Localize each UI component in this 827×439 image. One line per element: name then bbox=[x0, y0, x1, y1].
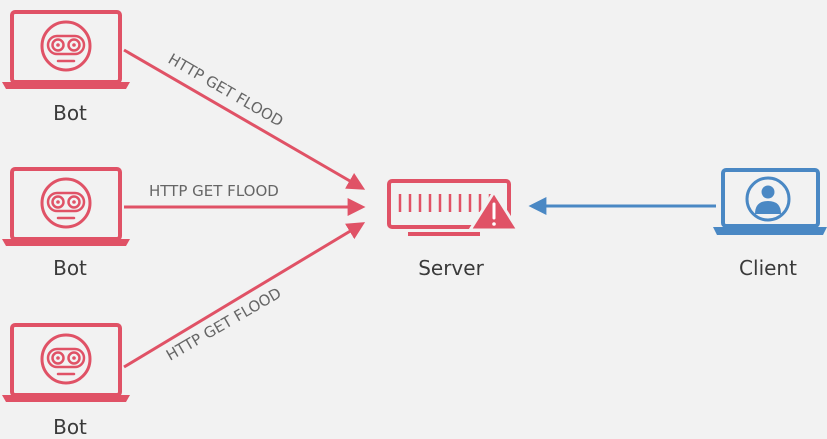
server-label: Server bbox=[418, 256, 484, 280]
user-icon bbox=[713, 168, 827, 235]
bot-node-1 bbox=[0, 10, 132, 91]
client-node bbox=[713, 168, 827, 235]
robot-face-icon bbox=[0, 323, 132, 404]
edge-bot-3-server bbox=[123, 222, 366, 369]
bot-label-3: Bot bbox=[53, 415, 87, 439]
bot-node-2 bbox=[0, 167, 132, 248]
server-warning-icon bbox=[387, 179, 520, 236]
bot-label-1: Bot bbox=[53, 101, 87, 125]
client-label: Client bbox=[739, 256, 797, 280]
robot-face-icon bbox=[0, 167, 132, 248]
edge-label-2: HTTP GET FLOOD bbox=[149, 182, 279, 200]
edge-label-1: HTTP GET FLOOD bbox=[165, 50, 286, 130]
bot-node-3 bbox=[0, 323, 132, 404]
server-node bbox=[387, 179, 520, 236]
bot-label-2: Bot bbox=[53, 256, 87, 280]
robot-face-icon bbox=[0, 10, 132, 91]
edge-bot-1-server bbox=[123, 48, 366, 190]
edge-label-3: HTTP GET FLOOD bbox=[163, 284, 284, 364]
